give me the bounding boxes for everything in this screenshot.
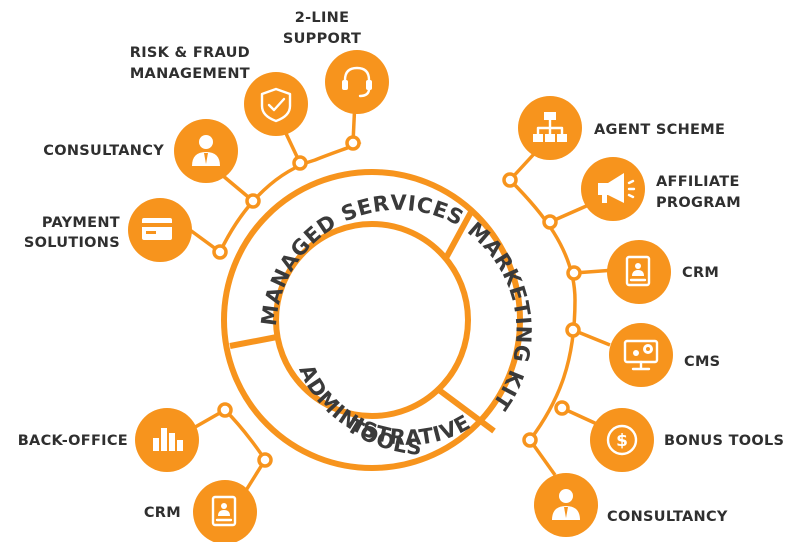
item-label: PAYMENT bbox=[42, 215, 120, 231]
item-label: AFFILIATE bbox=[656, 174, 740, 190]
crm-document-icon bbox=[625, 255, 651, 287]
item-2-line-support: 2-LINE SUPPORT bbox=[283, 10, 389, 114]
item-affiliate-program: AFFILIATE PROGRAM bbox=[581, 157, 741, 221]
item-crm-right: CRM bbox=[607, 240, 719, 304]
crm-document-icon bbox=[211, 495, 237, 527]
item-crm-left: CRM bbox=[144, 480, 257, 542]
item-label: CONSULTANCY bbox=[607, 509, 728, 525]
consultant-icon bbox=[192, 135, 220, 166]
dollar-coin-icon: $ bbox=[606, 424, 638, 456]
bar-chart-icon bbox=[153, 428, 183, 451]
megaphone-icon bbox=[598, 173, 636, 203]
item-label: SUPPORT bbox=[283, 31, 361, 47]
item-consultancy-left: CONSULTANCY bbox=[43, 119, 238, 183]
segment-divider bbox=[437, 387, 496, 434]
consultant-icon bbox=[552, 489, 580, 520]
segment-divider bbox=[443, 210, 474, 260]
item-label: CRM bbox=[144, 505, 181, 521]
monitor-gear-icon bbox=[623, 339, 659, 371]
item-cms: CMS bbox=[609, 323, 720, 387]
item-agent-scheme: AGENT SCHEME bbox=[518, 96, 725, 160]
item-label: BONUS TOOLS bbox=[664, 433, 784, 449]
item-label: CRM bbox=[682, 265, 719, 281]
item-label: 2-LINE bbox=[295, 10, 350, 26]
item-label: RISK & FRAUD bbox=[130, 45, 250, 61]
item-label: BACK-OFFICE bbox=[18, 433, 128, 449]
item-payment-solutions: PAYMENT SOLUTIONS bbox=[24, 198, 192, 262]
connector-nodes bbox=[212, 135, 582, 468]
item-label: CONSULTANCY bbox=[43, 143, 164, 159]
payment-card-icon bbox=[142, 218, 172, 240]
item-label: PROGRAM bbox=[656, 195, 741, 211]
shield-check-icon bbox=[260, 87, 292, 123]
item-bonus-tools: $ BONUS TOOLS bbox=[590, 408, 784, 472]
org-chart-icon bbox=[533, 112, 567, 142]
item-risk-fraud: RISK & FRAUD MANAGEMENT bbox=[130, 45, 308, 136]
segment-divider bbox=[229, 334, 278, 349]
item-label: MANAGEMENT bbox=[130, 66, 250, 82]
central-wheel bbox=[221, 169, 523, 471]
headset-icon bbox=[342, 66, 372, 98]
svg-text:$: $ bbox=[616, 431, 628, 451]
item-consultancy-right: CONSULTANCY bbox=[534, 473, 728, 537]
item-back-office: BACK-OFFICE bbox=[18, 408, 199, 472]
item-label: CMS bbox=[684, 354, 720, 370]
item-label: SOLUTIONS bbox=[24, 235, 120, 251]
item-label: AGENT SCHEME bbox=[594, 122, 725, 138]
